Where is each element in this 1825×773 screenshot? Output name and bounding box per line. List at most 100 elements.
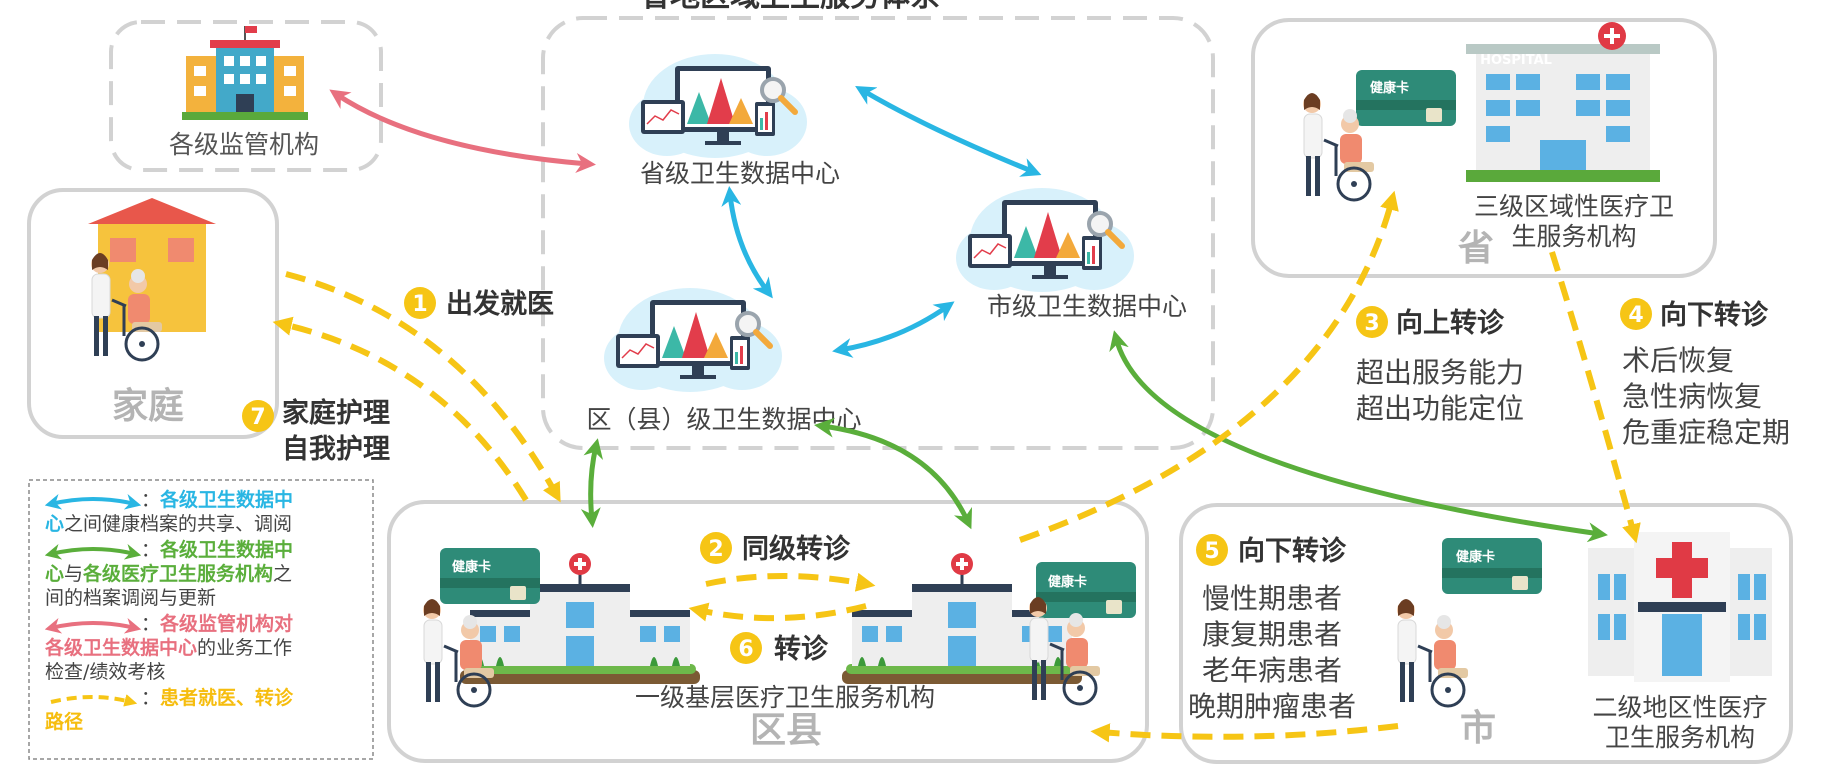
secondary-label-line2: 卫生服务机构 — [1605, 723, 1755, 752]
legend-yellow-arrow-icon — [50, 693, 138, 707]
diagram-title: 省地区域卫生服务体系 — [640, 0, 940, 14]
primary-right-health-card-icon — [1036, 562, 1136, 618]
step-2-title: 同级转诊 — [742, 533, 851, 565]
step-6-badge — [730, 632, 762, 664]
province-data-center-label: 省级卫生数据中心 — [640, 159, 840, 188]
step-4-line-1: 术后恢复 — [1622, 344, 1734, 377]
province-city-arrow — [855, 85, 1042, 177]
legend: ：各级卫生数据中 心之间健康档案的共享、调阅 ：各级卫生数据中 心与各级医疗卫生… — [29, 480, 373, 759]
regulator-link-arrow — [329, 89, 596, 173]
tertiary-label-line1: 三级区域性医疗卫 — [1474, 192, 1674, 221]
step-6-title: 转诊 — [774, 633, 829, 665]
step-3-title: 向上转诊 — [1396, 307, 1505, 339]
step-3-badge — [1356, 306, 1388, 338]
data-center-box — [541, 16, 1215, 450]
city-data-center-label: 市级卫生数据中心 — [987, 292, 1187, 321]
city-data-center-icon — [956, 188, 1134, 292]
secondary-patient-icon — [1395, 597, 1470, 708]
step-4-line-3: 危重症稳定期 — [1622, 416, 1790, 449]
tertiary-hospital-icon — [1466, 22, 1660, 182]
step-6: 6 转诊 — [730, 632, 829, 665]
secondary-label-line1: 二级地区性医疗 — [1592, 693, 1767, 722]
primary-right-health-card-label: 健康卡 — [1048, 574, 1087, 590]
tertiary-label-line2: 生服务机构 — [1511, 222, 1636, 251]
county-tag: 区县 — [750, 710, 822, 751]
secondary-health-card-label: 健康卡 — [1456, 549, 1495, 565]
county-box — [387, 500, 1149, 763]
family-box — [27, 188, 279, 439]
legend-pink-term-b: 各级卫生数据中心 — [45, 637, 198, 659]
legend-yellow-term-a: 患者就医、转诊 — [160, 687, 294, 709]
legend-pink: ：各级监管机构对 各级卫生数据中心的业务工作 检查/绩效考核 — [44, 613, 294, 683]
step-4: 4 向下转诊 术后恢复 急性病恢复 危重症稳定期 — [1620, 298, 1790, 449]
tertiary-health-card-label: 健康卡 — [1370, 80, 1409, 96]
county-dc-primary-left-arrow — [580, 438, 603, 528]
legend-pink-arrow-icon — [44, 617, 142, 634]
legend-blue: ：各级卫生数据中 心之间健康档案的共享、调阅 — [44, 489, 294, 535]
step-2: 2 同级转诊 — [700, 532, 851, 565]
province-county-arrow — [721, 186, 773, 299]
secondary-health-card-icon — [1442, 538, 1542, 594]
legend-box — [28, 479, 374, 760]
legend-green-desc: 间的档案调阅与更新 — [45, 587, 217, 609]
svg-text:6: 6 — [738, 637, 753, 662]
step-4-badge — [1620, 298, 1652, 330]
primary-left-health-card-icon — [440, 548, 540, 604]
step-1: 1 出发就医 — [404, 287, 554, 320]
step-5-line-2: 康复期患者 — [1202, 618, 1342, 651]
step-3: 3 向上转诊 超出服务能力 超出功能定位 — [1356, 306, 1524, 425]
step-5: 5 向下转诊 慢性期患者 康复期患者 老年病患者 晚期肿瘤患者 — [1188, 534, 1356, 723]
legend-yellow: ：患者就医、转诊 路径 — [45, 687, 294, 733]
secondary-hospital-icon — [1588, 532, 1772, 682]
province-tag: 省 — [1458, 228, 1494, 269]
step-7-title: 家庭护理 — [282, 397, 390, 429]
province-box — [1251, 18, 1717, 278]
city-tag: 市 — [1460, 708, 1496, 749]
step-1-title: 出发就医 — [446, 288, 554, 320]
legend-green-arrow-icon — [44, 543, 142, 560]
legend-blue-desc: 之间健康档案的共享、调阅 — [64, 513, 293, 535]
step-5-badge — [1196, 534, 1228, 566]
family-tag: 家庭 — [112, 386, 184, 427]
route-6-arrow — [688, 602, 867, 622]
step-5-line-1: 慢性期患者 — [1202, 582, 1342, 615]
primary-left-health-card-label: 健康卡 — [452, 559, 491, 575]
step-4-title: 向下转诊 — [1660, 299, 1769, 331]
legend-pink-desc: 检查/绩效考核 — [45, 661, 166, 683]
step-5-line-4: 晚期肿瘤患者 — [1188, 690, 1356, 723]
family-house-icon — [88, 198, 216, 332]
county-data-center-icon — [604, 288, 782, 392]
route-1-arrow — [285, 271, 561, 503]
legend-pink-term-a: 各级监管机构对 — [160, 613, 294, 635]
svg-text:5: 5 — [1204, 539, 1219, 564]
step-5-title: 向下转诊 — [1238, 535, 1347, 567]
svg-text:4: 4 — [1628, 303, 1643, 328]
step-3-line-2: 超出功能定位 — [1356, 392, 1524, 425]
legend-green-term-a: 各级卫生数据中 — [160, 539, 294, 561]
step-1-badge — [404, 287, 436, 319]
step-2-badge — [700, 532, 732, 564]
primary-label: 一级基层医疗卫生服务机构 — [635, 683, 935, 712]
county-dc-primary-right-arrow — [814, 417, 973, 530]
step-7-badge — [242, 400, 274, 432]
county-data-center-label: 区（县）级卫生数据中心 — [586, 405, 861, 434]
route-2-arrow — [705, 572, 876, 592]
step-7-title2: 自我护理 — [282, 433, 390, 465]
route-4-arrow — [1549, 251, 1641, 544]
step-4-line-2: 急性病恢复 — [1622, 380, 1762, 413]
province-data-center-icon — [629, 54, 807, 158]
route-7-arrow — [272, 316, 529, 502]
route-5-arrow — [1090, 723, 1399, 743]
legend-green-term-c: 各级医疗卫生服务机构 — [83, 563, 274, 585]
legend-blue-term-a: 各级卫生数据中 — [160, 489, 294, 511]
legend-yellow-term-b: 路径 — [45, 711, 84, 733]
county-city-arrow — [832, 301, 955, 358]
regulator-building-icon — [182, 26, 308, 120]
step-5-line-3: 老年病患者 — [1202, 654, 1342, 687]
regulators-label: 各级监管机构 — [169, 130, 319, 159]
tertiary-health-card-icon — [1356, 70, 1456, 126]
svg-text:7: 7 — [250, 405, 265, 430]
city-dc-secondary-arrow — [1109, 330, 1608, 543]
svg-text:1: 1 — [412, 292, 427, 317]
